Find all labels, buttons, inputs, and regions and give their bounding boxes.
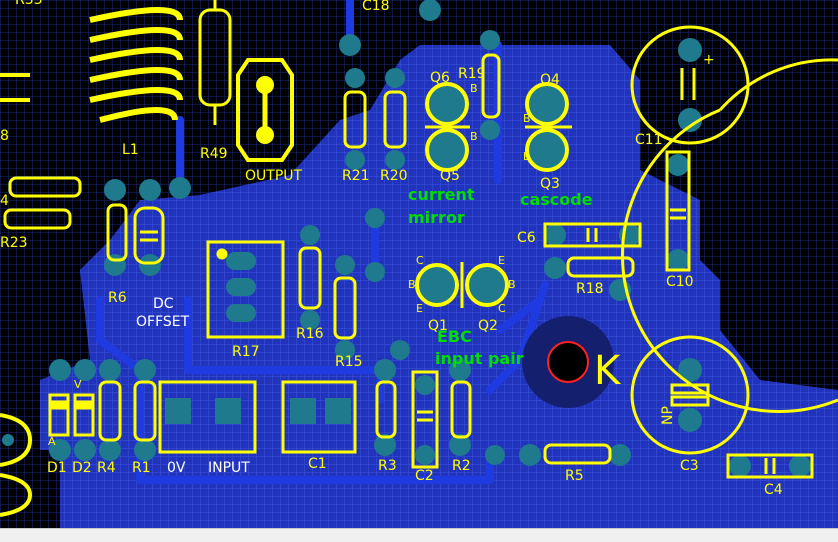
label-r33: R33 xyxy=(15,0,43,8)
pin-b-q3: B xyxy=(523,150,531,163)
pin-a-d1: A xyxy=(48,435,56,448)
mounting-hole-pad xyxy=(2,434,14,446)
label-r3: R3 xyxy=(378,458,397,474)
label-r20: R20 xyxy=(380,168,408,184)
label-r23: R23 xyxy=(0,235,28,251)
label-c6: C6 xyxy=(517,230,536,246)
label-c3: C3 xyxy=(680,458,699,474)
label-c10: C10 xyxy=(666,274,694,290)
label-0v: 0V xyxy=(167,460,186,476)
label-np: NP xyxy=(660,406,676,425)
label-r1: R1 xyxy=(132,460,151,476)
label-output: OUTPUT xyxy=(245,168,303,184)
annotation-mirror: mirror xyxy=(408,208,465,227)
label-r15: R15 xyxy=(335,354,363,370)
label-r17: R17 xyxy=(232,344,260,360)
pin-b-q6: B xyxy=(470,82,478,95)
label-dc: DC xyxy=(153,296,174,312)
annotation-input-pair: input pair xyxy=(435,349,524,368)
connector-boxes[interactable] xyxy=(158,380,357,454)
trimpot-r17[interactable] xyxy=(206,240,285,339)
left-edge-parts xyxy=(0,73,33,517)
status-bar xyxy=(0,528,838,542)
resistors[interactable] xyxy=(3,53,635,465)
transistors[interactable] xyxy=(415,82,569,307)
inductor-l1[interactable] xyxy=(89,7,183,123)
annotation-ebc: EBC xyxy=(437,327,472,346)
label-r6: R6 xyxy=(108,290,127,306)
label-r16: R16 xyxy=(296,326,324,342)
pin-e-q2: E xyxy=(498,254,505,267)
label-d1: D1 xyxy=(47,460,67,476)
label-r49: R49 xyxy=(200,146,228,162)
label-q1: Q1 xyxy=(428,318,448,334)
label-q5: Q5 xyxy=(440,168,460,184)
annotation-cascode: cascode xyxy=(520,190,593,209)
label-input: INPUT xyxy=(208,460,250,476)
pin-c-q1: C xyxy=(416,254,424,267)
pin-b-q1: B xyxy=(408,278,416,291)
label-left-4: 4 xyxy=(0,193,9,209)
label-l1: L1 xyxy=(122,142,139,158)
label-d2: D2 xyxy=(72,460,92,476)
output-connector[interactable] xyxy=(236,58,294,162)
label-c1: C1 xyxy=(308,456,327,472)
mounting-hole[interactable] xyxy=(547,341,589,383)
pin-e-q1: E xyxy=(416,302,423,315)
label-offset: OFFSET xyxy=(136,314,190,330)
label-r18: R18 xyxy=(576,281,604,297)
pads xyxy=(49,0,811,477)
label-q4: Q4 xyxy=(540,72,560,88)
label-r19: R19 xyxy=(458,66,486,82)
label-q6: Q6 xyxy=(430,70,450,86)
transistor-bars xyxy=(425,125,572,308)
label-r21: R21 xyxy=(342,168,370,184)
label-big-k: K xyxy=(594,348,622,394)
diodes[interactable] xyxy=(48,393,95,437)
label-q2: Q2 xyxy=(478,318,498,334)
pin-b-q5: B xyxy=(470,130,478,143)
label-r5: R5 xyxy=(565,468,584,484)
label-r4: R4 xyxy=(97,460,116,476)
pin-v-d2: V xyxy=(74,378,82,391)
label-r2: R2 xyxy=(452,458,471,474)
label-c11: C11 xyxy=(635,132,663,148)
capacitors[interactable] xyxy=(133,25,838,479)
label-left-8: 8 xyxy=(0,128,9,144)
pin-b-q4: B xyxy=(523,112,531,125)
annotation-current: current xyxy=(408,185,475,204)
label-c2: C2 xyxy=(415,468,434,484)
label-q3: Q3 xyxy=(540,176,560,192)
pin-c-q2: C xyxy=(498,302,506,315)
label-c18: C18 xyxy=(362,0,390,14)
pin-b-q2: B xyxy=(508,278,516,291)
label-plus: + xyxy=(703,52,715,68)
label-c4: C4 xyxy=(764,482,783,498)
resistor-r49[interactable] xyxy=(198,0,232,125)
